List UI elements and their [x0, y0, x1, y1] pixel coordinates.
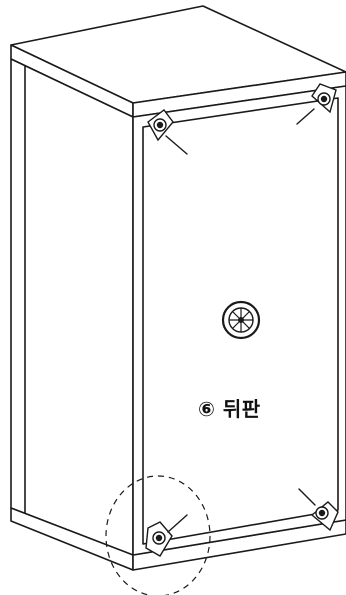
- cable-grommet-icon: [221, 300, 261, 340]
- corner-bracket-bottom-left: [145, 514, 188, 557]
- corner-bracket-top-left: [147, 109, 188, 155]
- corner-bracket-top-right: [296, 83, 337, 125]
- detail-callout-circle: [105, 475, 211, 595]
- back-panel-inner: [142, 97, 339, 545]
- corner-bracket-bottom-right: [298, 488, 339, 532]
- back-panel-label: ⑥ 뒤판: [198, 397, 261, 421]
- top-panel-side-edge: [132, 71, 346, 118]
- left-side-panel: [10, 58, 134, 556]
